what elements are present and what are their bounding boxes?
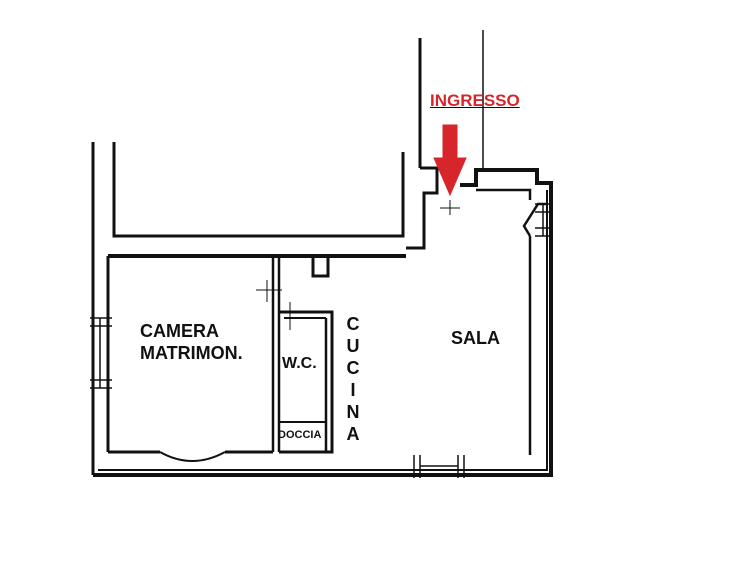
outer-wall-inner xyxy=(98,190,548,471)
entrance-label: INGRESSO xyxy=(430,92,520,109)
window-bottom xyxy=(413,455,465,478)
kitchen-letter: I xyxy=(350,380,356,400)
corridor-wall-inner xyxy=(112,142,405,238)
kitchen-letter: N xyxy=(346,402,360,422)
shower-label: DOCCIA xyxy=(278,429,322,441)
cross-marker-b xyxy=(280,302,300,330)
top-right-lintel xyxy=(476,188,532,200)
closet-wall xyxy=(311,256,330,278)
cross-marker-c xyxy=(440,200,460,215)
entrance-arrow xyxy=(433,124,467,197)
entrance-jamb xyxy=(406,166,439,250)
living-label: SALA xyxy=(451,328,500,348)
wc-label: W.C. xyxy=(282,355,317,372)
kitchen-letter: C xyxy=(346,314,360,334)
walls xyxy=(90,30,553,478)
kitchen-letter: A xyxy=(346,424,360,444)
bedroom-label: CAMERA MATRIMON. xyxy=(140,320,243,364)
kitchen-letter: U xyxy=(346,336,360,356)
wc-walls xyxy=(279,310,334,454)
entrance-label-text: INGRESSO xyxy=(430,91,520,110)
kitchen-label: C U C I N A xyxy=(343,313,363,445)
window-right xyxy=(535,203,552,237)
cross-marker-a xyxy=(256,280,282,302)
window-left xyxy=(90,317,112,389)
bedroom-bay xyxy=(159,451,226,462)
hall-walls xyxy=(271,256,281,452)
bedroom-label-line2: MATRIMON. xyxy=(140,343,243,363)
outer-wall xyxy=(93,168,553,477)
bedroom-label-line1: CAMERA xyxy=(140,321,219,341)
kitchen-letter: C xyxy=(346,358,360,378)
